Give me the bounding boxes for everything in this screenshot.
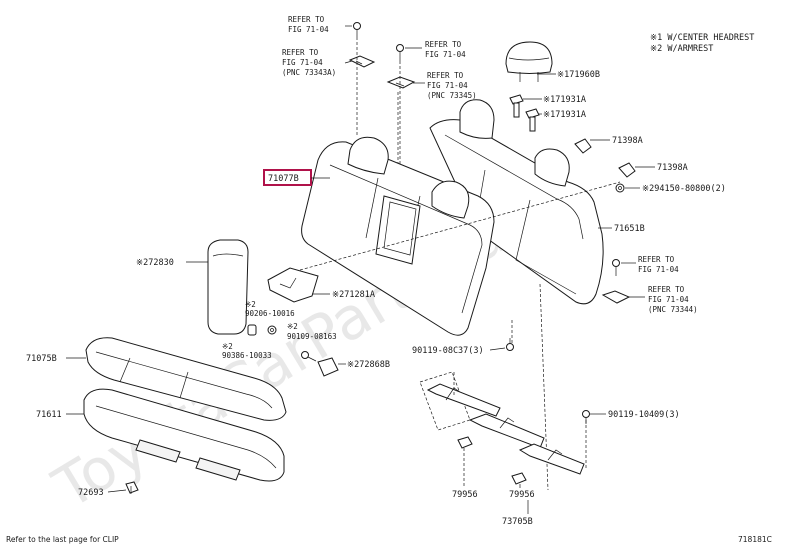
refer-label-line1: REFER TO	[648, 285, 685, 294]
part-label-90206-10016[interactable]: 90206-10016	[245, 309, 295, 318]
screw-icon	[353, 22, 361, 40]
refer-label-line2: FIG 71-04	[288, 25, 329, 34]
clip-icon	[457, 436, 473, 449]
armrest-hinge-icon	[267, 267, 319, 303]
refer-label-line3: (PNC 73344)	[648, 305, 698, 314]
bolt-icon	[506, 338, 514, 351]
refer-label-line1: REFER TO	[288, 15, 325, 24]
screw-icon	[612, 259, 620, 276]
bracket-clip-icon	[348, 55, 376, 68]
washer-icon	[267, 325, 277, 335]
refer-label-line2: FIG 71-04	[427, 81, 468, 90]
refer-label-line3: (PNC 73343A)	[282, 68, 336, 77]
refer-label-line2: FIG 71-04	[638, 265, 679, 274]
center-headrest-icon	[505, 41, 553, 82]
cover-clip-icon	[317, 357, 339, 377]
refer-fig-71-04-a[interactable]: REFER TO FIG 71-04	[288, 15, 329, 34]
diagram-code: 718181C	[738, 535, 772, 544]
part-label-71398a-2[interactable]: 71398A	[657, 163, 688, 173]
bolt-icon	[301, 351, 317, 362]
part-label-90386-10033[interactable]: 90386-10033	[222, 351, 272, 360]
part-label-79956-1[interactable]: 79956	[452, 490, 478, 500]
bolt-icon	[582, 410, 590, 424]
part-label-72830[interactable]: ※272830	[136, 258, 174, 268]
refer-label-line1: REFER TO	[425, 40, 462, 49]
part-label-71398a-1[interactable]: 71398A	[612, 136, 643, 146]
footer-clip-note: Refer to the last page for CLIP	[6, 535, 119, 544]
screw-icon	[396, 44, 404, 64]
seat-cushion-pad-icon	[83, 388, 285, 482]
part-label-90109-08163[interactable]: 90109-08163	[287, 332, 337, 341]
bushing-icon	[247, 324, 257, 336]
legend-armrest: ※2 W/ARMREST	[650, 44, 713, 54]
highlight-box	[263, 169, 312, 186]
part-mark-90206: ※2	[245, 300, 256, 309]
clip-icon	[125, 481, 139, 494]
part-label-72693[interactable]: 72693	[78, 488, 104, 498]
headrest-support-icon	[525, 108, 540, 132]
part-label-71077b[interactable]: 71077B	[268, 174, 299, 184]
headrest-support-icon	[509, 94, 524, 118]
part-label-72868b[interactable]: ※272868B	[347, 360, 390, 370]
armrest-icon	[207, 239, 249, 335]
hook-clip-icon	[574, 138, 592, 154]
nut-icon	[615, 183, 625, 193]
refer-fig-71-04-c[interactable]: REFER TO FIG 71-04	[425, 40, 466, 59]
legend: ※1 W/CENTER HEADREST ※2 W/ARMREST	[650, 33, 754, 54]
refer-fig-71-04-d[interactable]: REFER TO FIG 71-04 (PNC 73345)	[427, 71, 477, 100]
part-label-71075b[interactable]: 71075B	[26, 354, 57, 364]
part-label-73705b[interactable]: 73705B	[502, 517, 533, 527]
part-mark-90109: ※2	[287, 322, 298, 331]
part-label-71960b[interactable]: ※171960B	[557, 70, 600, 80]
refer-label-line1: REFER TO	[427, 71, 464, 80]
refer-label-line3: (PNC 73345)	[427, 91, 477, 100]
refer-label-line1: REFER TO	[282, 48, 319, 57]
part-mark-90386: ※2	[222, 342, 233, 351]
part-label-71931a-1[interactable]: ※171931A	[543, 95, 586, 105]
part-label-71931a-2[interactable]: ※171931A	[543, 110, 586, 120]
refer-fig-71-04-e[interactable]: REFER TO FIG 71-04	[638, 255, 679, 274]
refer-fig-71-04-b[interactable]: REFER TO FIG 71-04 (PNC 73343A)	[282, 48, 336, 77]
refer-label-line2: FIG 71-04	[425, 50, 466, 59]
part-label-71651b[interactable]: 71651B	[614, 224, 645, 234]
part-label-90119-10409[interactable]: 90119-10409(3)	[608, 410, 680, 420]
hook-clip-icon	[618, 162, 636, 178]
refer-label-line2: FIG 71-04	[648, 295, 689, 304]
part-label-71611[interactable]: 71611	[36, 410, 62, 420]
seat-cushion-cover-icon	[85, 337, 287, 421]
clip-icon	[511, 472, 527, 485]
bracket-clip-icon	[601, 290, 631, 304]
refer-fig-71-04-f[interactable]: REFER TO FIG 71-04 (PNC 73344)	[648, 285, 698, 314]
seat-frame-wire-icon	[419, 371, 585, 475]
part-label-71281a[interactable]: ※271281A	[332, 290, 375, 300]
part-label-90119-08c37[interactable]: 90119-08C37(3)	[412, 346, 484, 356]
bracket-clip-icon	[386, 76, 416, 89]
legend-center-headrest: ※1 W/CENTER HEADREST	[650, 33, 754, 43]
seat-back-assembly-icon	[301, 99, 604, 336]
refer-label-line1: REFER TO	[638, 255, 675, 264]
refer-label-line2: FIG 71-04	[282, 58, 323, 67]
part-label-79956-2[interactable]: 79956	[509, 490, 535, 500]
part-label-94150-80800[interactable]: ※294150-80800(2)	[642, 184, 726, 194]
